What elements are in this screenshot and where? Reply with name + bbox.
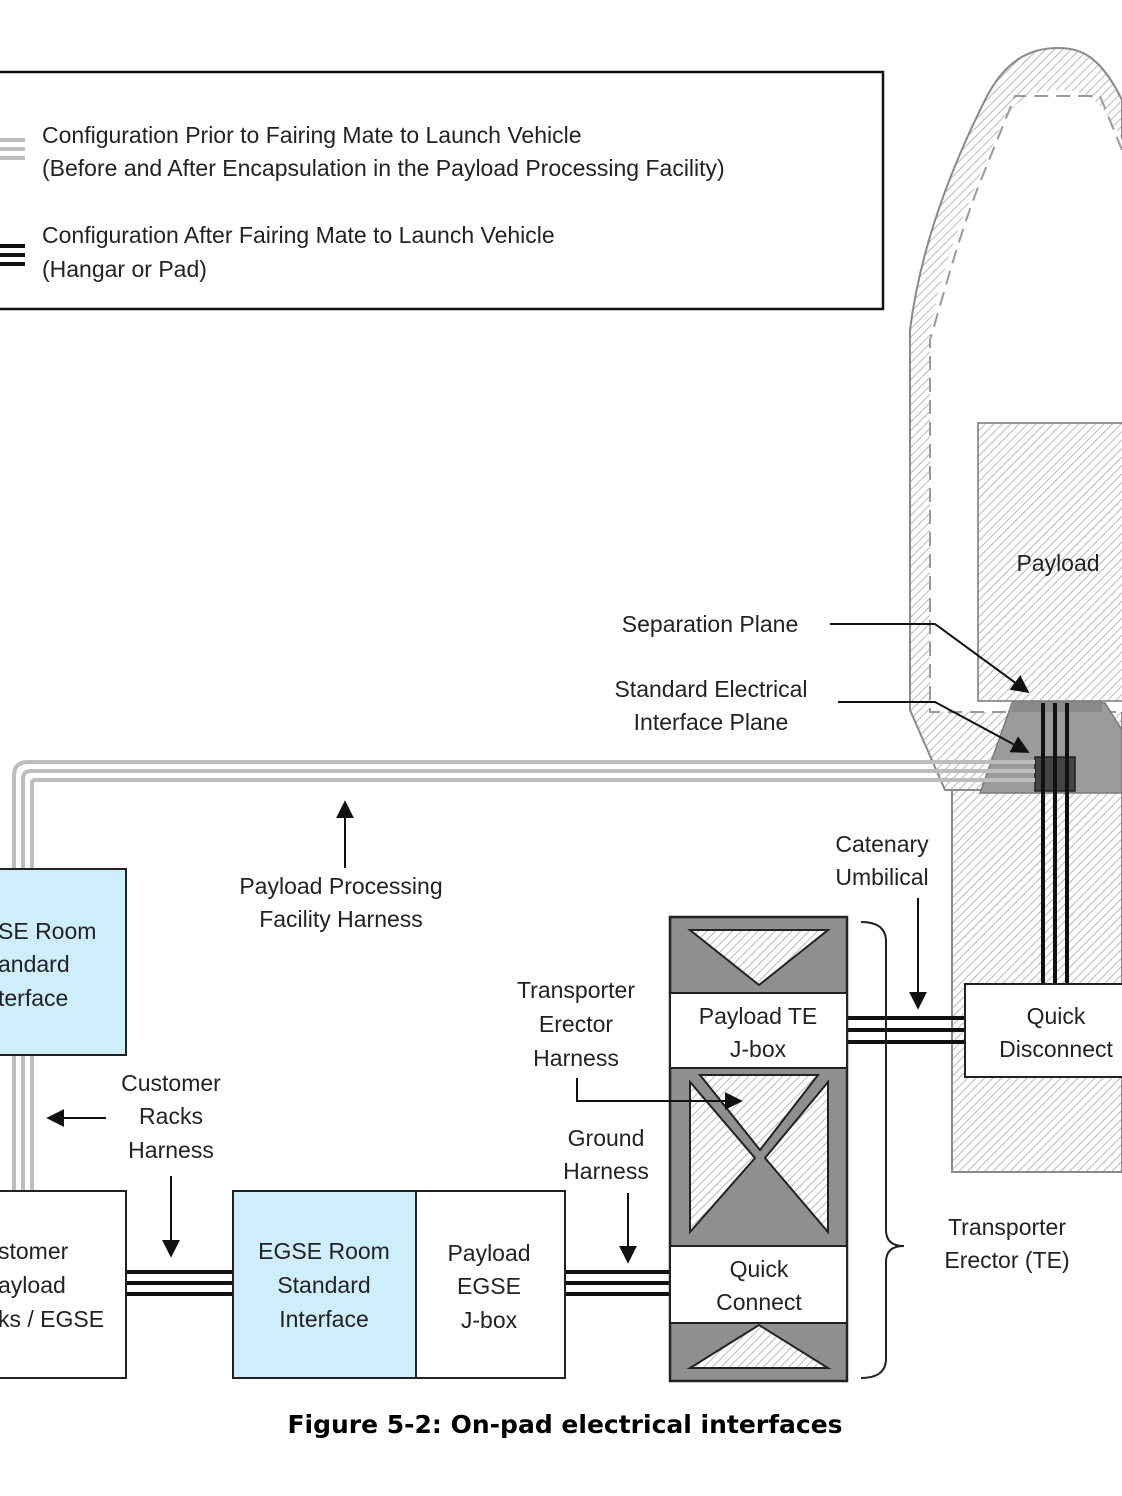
std-electrical-interface-plane-line-2: Interface Plane <box>634 709 789 735</box>
transporter-erector-truss <box>668 915 849 1383</box>
catenary-umbilical-line-1: Catenary <box>835 831 929 857</box>
legend-entry-2-line-1: Configuration After Fairing Mate to Laun… <box>42 222 555 248</box>
egse-room-left-line-3: terface <box>0 985 68 1011</box>
quick-connect-line-1: Quick <box>730 1256 789 1282</box>
customer-racks-harness-line-1: Customer <box>121 1070 221 1096</box>
legend-swatch-black <box>0 244 25 266</box>
customer-payload-racks-line-2: ayload <box>0 1272 66 1298</box>
te-label-line-2: Erector (TE) <box>944 1247 1069 1273</box>
std-electrical-interface-plane-line-1: Standard Electrical <box>614 676 807 702</box>
te-harness-line-2: Erector <box>539 1011 613 1037</box>
quick-connect-box <box>669 1245 848 1324</box>
customer-racks-harness-line-3: Harness <box>128 1137 214 1163</box>
payload-egse-jbox-line-1: Payload <box>447 1240 530 1266</box>
egse-room-left-line-1: SE Room <box>0 918 96 944</box>
vehicle-body <box>951 789 1122 1173</box>
separation-plane-label: Separation Plane <box>622 611 798 637</box>
customer-racks-harness-line-2: Racks <box>139 1103 203 1129</box>
payload-egse-jbox <box>415 1190 566 1379</box>
ppf-harness-grey <box>12 760 1035 1190</box>
customer-payload-racks-line-1: stomer <box>0 1238 69 1264</box>
egse-room-left-line-2: andard <box>0 951 70 977</box>
ground-harness-line-2: Harness <box>563 1158 649 1184</box>
ground-harness-line-1: Ground <box>568 1125 645 1151</box>
egse-room-interface-box <box>232 1190 417 1379</box>
payload-egse-jbox-line-3: J-box <box>461 1307 518 1333</box>
legend-entry-1-line-2: (Before and After Encapsulation in the P… <box>42 155 725 181</box>
te-label-line-1: Transporter <box>948 1214 1066 1240</box>
legend-entry-1-line-1: Configuration Prior to Fairing Mate to L… <box>42 122 582 148</box>
quick-disconnect-line-2: Disconnect <box>999 1036 1113 1062</box>
payload-te-jbox-line-2: J-box <box>730 1036 787 1062</box>
te-harness-line-3: Harness <box>533 1045 619 1071</box>
egse-room-interface-line-2: Standard <box>277 1272 370 1298</box>
payload-envelope <box>929 95 1122 713</box>
quick-connect-line-2: Connect <box>716 1289 802 1315</box>
catenary-umbilical-line-2: Umbilical <box>835 864 928 890</box>
egse-room-left-box <box>0 868 127 1056</box>
ppf-harness-line-1: Payload Processing <box>239 873 442 899</box>
payload-label: Payload <box>1016 550 1099 576</box>
quick-disconnect-line-1: Quick <box>1027 1003 1086 1029</box>
te-brace <box>860 921 905 1379</box>
customer-payload-racks-line-3: ks / EGSE <box>0 1306 104 1332</box>
payload-te-jbox <box>669 992 848 1069</box>
figure-caption: Figure 5-2: On-pad electrical interfaces <box>287 1410 842 1439</box>
payload-te-jbox-line-1: Payload TE <box>699 1003 817 1029</box>
launch-vehicle <box>909 46 1122 1173</box>
customer-racks-box <box>0 1190 127 1379</box>
ppf-harness-line-2: Facility Harness <box>259 906 423 932</box>
payload-box <box>977 422 1122 702</box>
legend: Configuration Prior to Fairing Mate to L… <box>0 70 885 311</box>
legend-swatch-grey <box>0 138 25 160</box>
legend-entry-2-line-2: (Hangar or Pad) <box>42 256 207 282</box>
leader-lines <box>46 623 1030 1264</box>
egse-room-interface-line-1: EGSE Room <box>258 1238 390 1264</box>
quick-disconnect-box <box>964 983 1122 1078</box>
payload-egse-jbox-line-2: EGSE <box>457 1273 521 1299</box>
egse-room-interface-line-3: Interface <box>279 1306 369 1332</box>
te-harness-line-1: Transporter <box>517 977 635 1003</box>
